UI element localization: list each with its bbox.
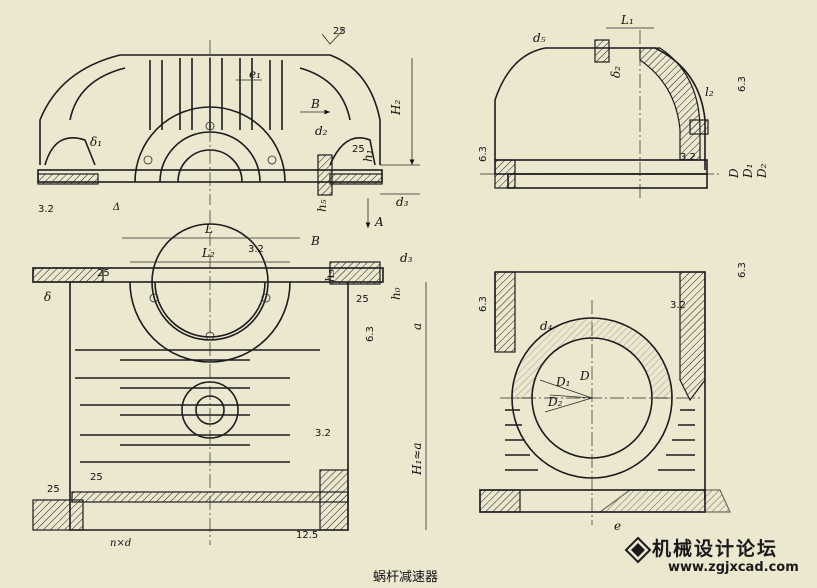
label-d4: d₄ — [540, 319, 553, 333]
roughness-32-e: 3.2 — [670, 300, 686, 311]
label-delta: δ — [44, 290, 51, 304]
roughness-25-a: 25 — [352, 144, 365, 155]
label-d3-mid: d₃ — [400, 251, 413, 265]
label-A: A — [374, 215, 384, 229]
cover-front-dimensions: e₁ B d₂ δ₁ H₂ h₁ h₅ d₃ A Δ 25 25 3.2 — [38, 26, 420, 229]
watermark-name: 机械设计论坛 — [652, 538, 779, 560]
roughness-32-b: 3.2 — [680, 152, 696, 163]
label-Dc2: D₂ — [547, 395, 563, 409]
housing-front-view — [32, 210, 384, 545]
roughness-32-a: 3.2 — [38, 204, 54, 215]
label-Dc1: D₁ — [555, 375, 570, 389]
label-H2: H₂ — [389, 100, 403, 116]
label-H1: H₁≈a — [410, 443, 424, 476]
roughness-63-a: 6.3 — [737, 76, 748, 92]
roughness-25-d: 25 — [90, 472, 103, 483]
watermark-url: www.zgjxcad.com — [668, 560, 799, 575]
label-Dc: D — [579, 369, 590, 383]
roughness-63-d: 6.3 — [737, 262, 748, 278]
label-d3-top: d₃ — [396, 195, 409, 209]
label-B-mid: B — [310, 234, 320, 248]
cover-side-view — [480, 30, 720, 200]
roughness-125: 12.5 — [296, 530, 318, 541]
housing-side-dimensions: d₄ D D₁ D₂ e 3.2 6.3 6.3 — [478, 262, 748, 533]
label-L1: L₁ — [620, 13, 634, 27]
label-D2: D₂ — [755, 163, 769, 179]
label-B-top: B — [310, 97, 320, 111]
roughness-63-c: 6.3 — [365, 326, 376, 342]
housing-front-dimensions: L L₂ B 3.2 d₃ h₅ h₀ δ a H₁≈a n×d 25 25 6… — [44, 222, 427, 549]
label-l2: l₂ — [705, 85, 714, 99]
housing-side-view — [479, 271, 731, 525]
roughness-32-c: 3.2 — [248, 244, 264, 255]
figure-caption: 蜗杆减速器 — [373, 570, 439, 585]
label-D: D — [727, 168, 741, 179]
roughness-25-b: 25 — [97, 268, 110, 279]
cover-side-dimensions: L₁ d₅ δ₂ l₂ D D₁ D₂ 6.3 6.3 3.2 — [478, 13, 769, 179]
label-nxd: n×d — [110, 538, 131, 549]
roughness-32-d: 3.2 — [315, 428, 331, 439]
label-h5-mid: h₅ — [323, 269, 337, 282]
cover-front-view — [37, 40, 383, 205]
roughness-25-c: 25 — [356, 294, 369, 305]
label-L: L — [204, 222, 213, 236]
label-d5: d₅ — [533, 31, 546, 45]
label-delta2: δ₂ — [609, 66, 623, 78]
label-h0: h₀ — [389, 287, 403, 300]
label-Delta: Δ — [112, 202, 120, 213]
label-delta1: δ₁ — [90, 135, 102, 149]
label-h1: h₁ — [361, 149, 375, 162]
label-h5-top: h₅ — [315, 199, 329, 212]
roughness-63-b: 6.3 — [478, 146, 489, 162]
roughness-25-top: 25 — [333, 26, 346, 37]
roughness-25-e: 25 — [47, 484, 60, 495]
label-e: e — [614, 519, 621, 533]
label-a: a — [410, 323, 424, 330]
label-e1: e₁ — [249, 67, 261, 81]
forum-logo-icon — [624, 536, 652, 564]
roughness-63-e: 6.3 — [478, 296, 489, 312]
label-D1: D₁ — [741, 164, 755, 179]
label-d2: d₂ — [315, 124, 328, 138]
label-L2: L₂ — [201, 246, 215, 260]
